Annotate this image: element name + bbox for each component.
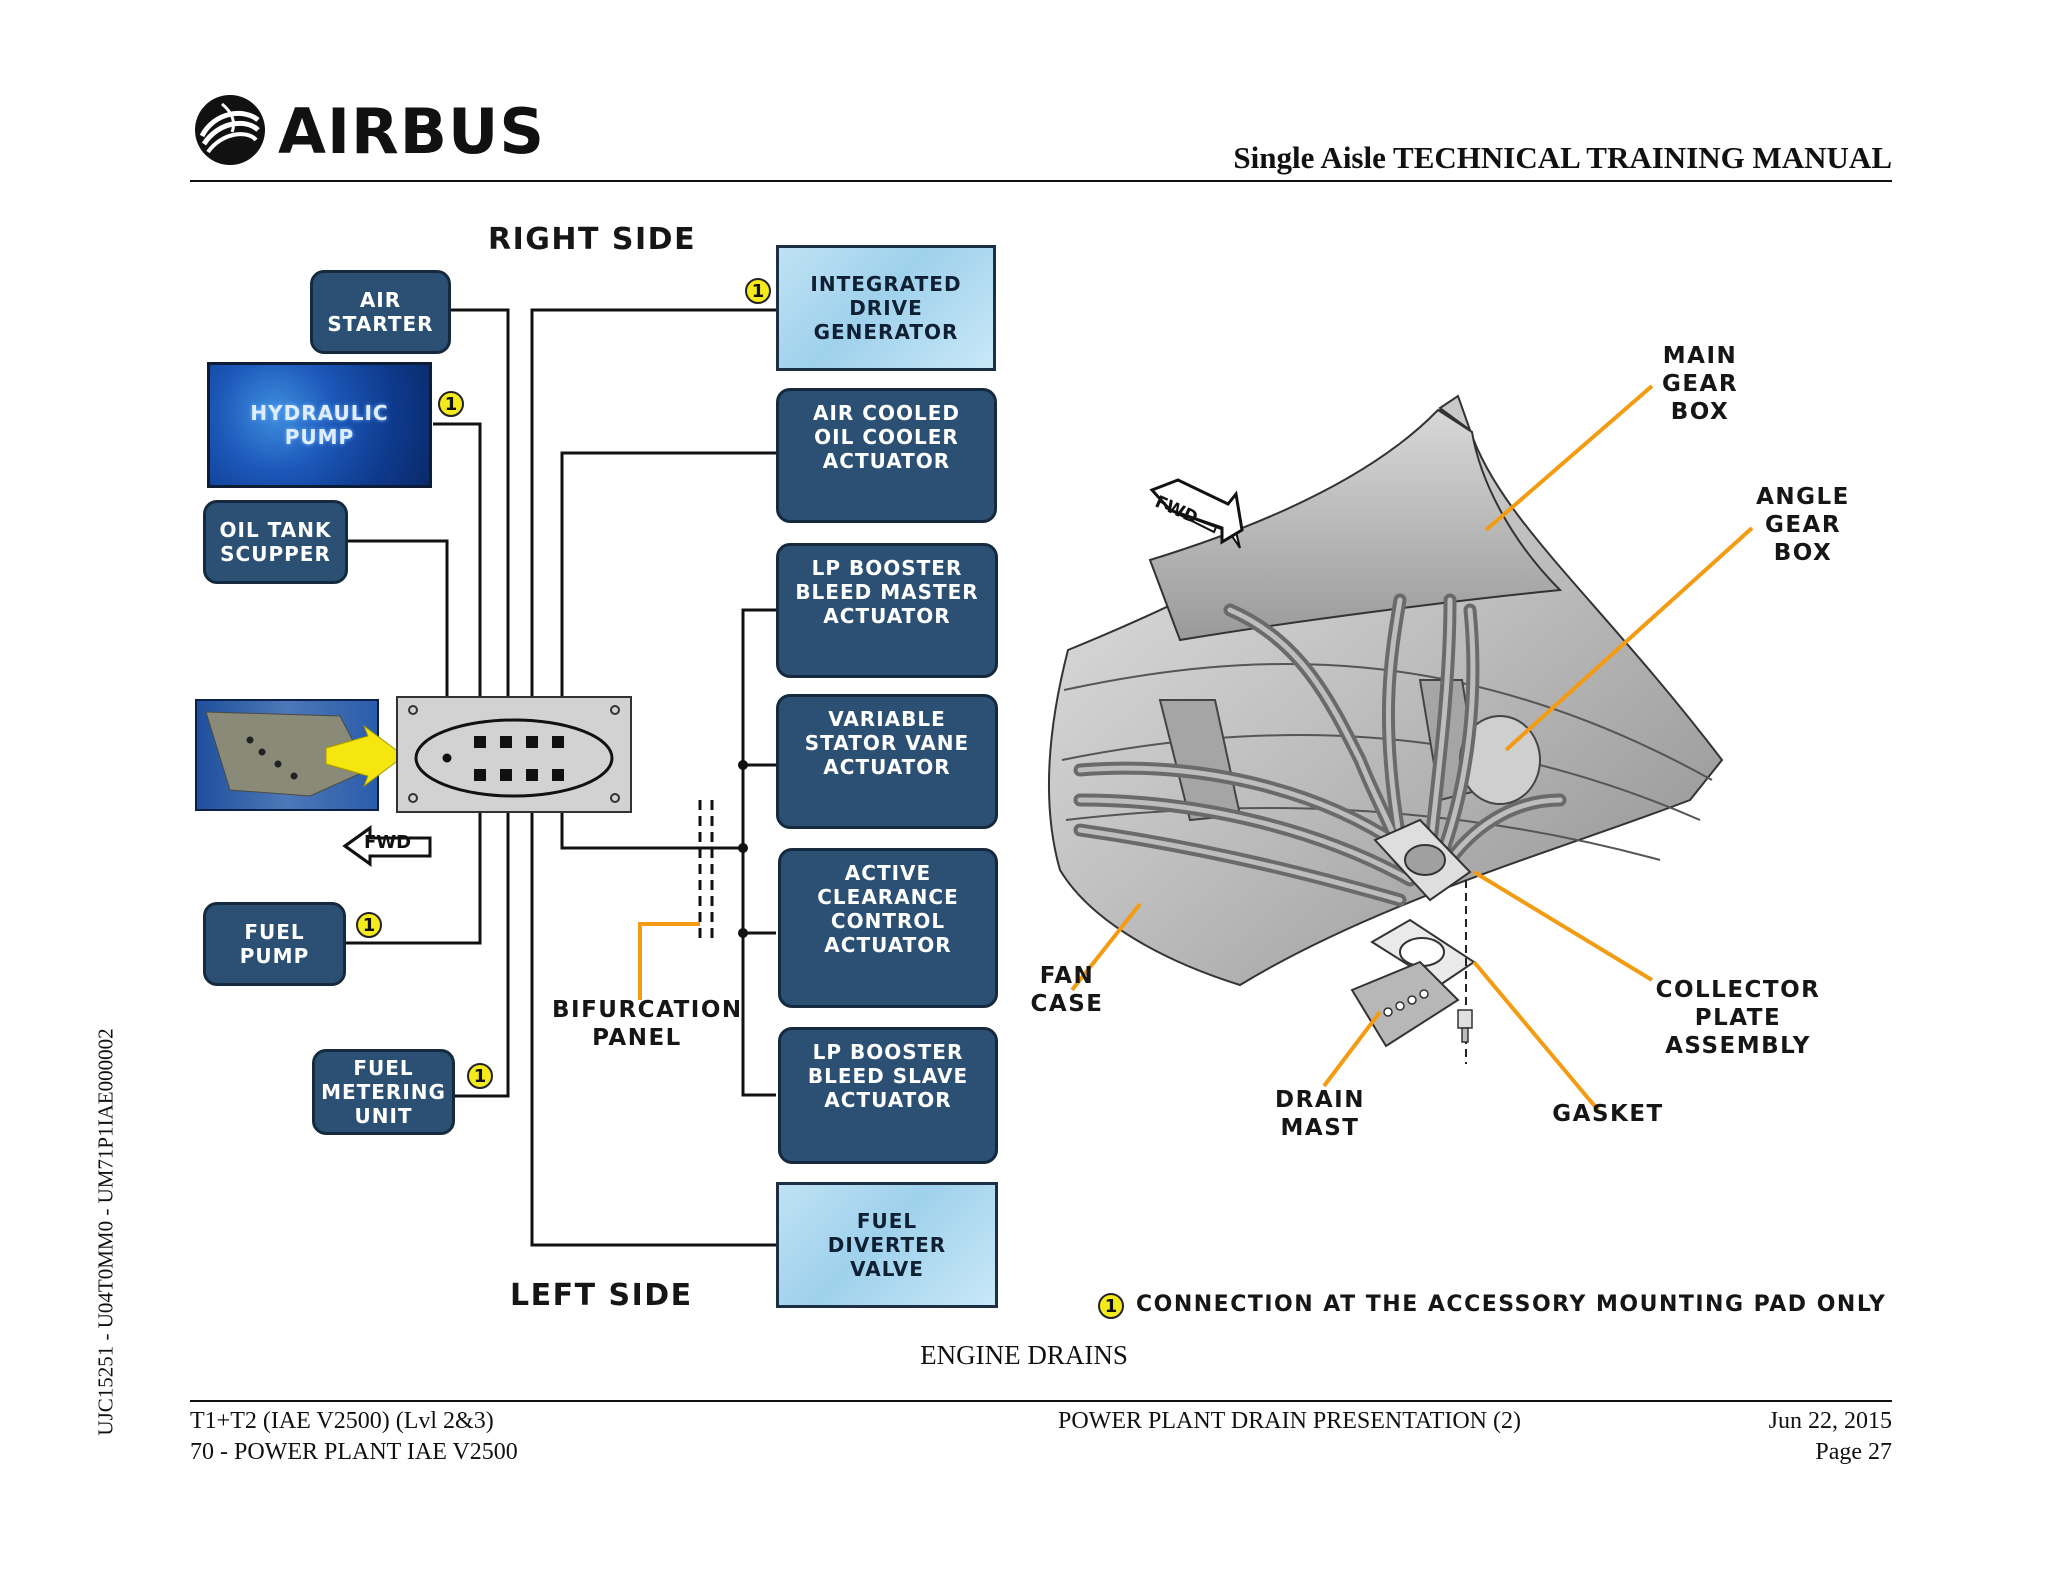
bifurcation-panel-label: BIFURCATION PANEL [552,997,743,1051]
fuel-diverter-valve-label: FUEL DIVERTER VALVE [827,1209,947,1281]
integrated-drive-generator-box: INTEGRATED DRIVE GENERATOR [776,245,996,371]
footer-chapter: 70 - POWER PLANT IAE V2500 [190,1439,518,1465]
air-cooled-oil-cooler-actuator-box: AIR COOLED OIL COOLER ACTUATOR [776,388,997,523]
oil-cooler-actuator-label: AIR COOLED OIL COOLER ACTUATOR [813,401,960,473]
vsv-actuator-label: VARIABLE STATOR VANE ACTUATOR [804,707,970,779]
main-gear-box-label: MAIN GEAR BOX [1661,343,1739,425]
collector-plate-assembly-label: COLLECTOR PLATE ASSEMBLY [1655,977,1821,1059]
lp-slave-actuator-label: LP BOOSTER BLEED SLAVE ACTUATOR [807,1040,969,1112]
badge-idg: 1 [745,278,771,304]
footer-rule [190,1400,1892,1402]
air-starter-box: AIR STARTER [310,270,451,354]
active-clearance-control-actuator-box: ACTIVE CLEARANCE CONTROL ACTUATOR [778,848,998,1008]
manual-title: Single Aisle TECHNICAL TRAINING MANUAL [1233,140,1892,175]
callout-leaders [1070,384,1754,1112]
fuel-metering-unit-line [455,775,510,1098]
drain-lines [346,308,776,1247]
right-side-heading: RIGHT SIDE [488,222,697,257]
fwd-label-left: FWD [364,832,412,853]
hydraulic-pump-line [433,422,482,742]
left-side-heading: LEFT SIDE [510,1278,693,1313]
legend-text: CONNECTION AT THE ACCESSORY MOUNTING PAD… [1136,1292,1887,1317]
bifurcation-leader [638,922,700,1000]
badge-fuel-pump: 1 [356,912,382,938]
lp-booster-bleed-slave-actuator-box: LP BOOSTER BLEED SLAVE ACTUATOR [778,1027,998,1164]
brand-name: AIRBUS [278,95,546,168]
fuel-metering-unit-box: FUEL METERING UNIT [312,1049,455,1135]
yellow-pointer-arrow [325,724,405,788]
idg-label: INTEGRATED DRIVE GENERATOR [810,272,962,344]
oil-tank-scupper-box: OIL TANK SCUPPER [203,500,348,584]
engine-illustration [1047,394,1724,1064]
acc-actuator-label: ACTIVE CLEARANCE CONTROL ACTUATOR [817,861,959,957]
airbus-logo [192,92,268,168]
drain-mast-label: DRAIN MAST [1275,1087,1365,1141]
junction-dot [738,928,748,938]
badge-hydraulic-pump: 1 [438,391,464,417]
header-rule [190,180,1892,182]
fuel-pump-box: FUEL PUMP [203,902,346,986]
drain-panel-outline [414,718,614,798]
angle-gear-box-label: ANGLE GEAR BOX [1756,484,1850,566]
air-starter-line [451,308,510,742]
badge-fuel-metering-unit: 1 [467,1063,493,1089]
oil-cooler-line [560,451,776,742]
air-starter-label: AIR STARTER [327,288,434,336]
drain-ports [474,736,564,781]
lp-master-actuator-label: LP BOOSTER BLEED MASTER ACTUATOR [795,556,979,628]
footer-page-number: Page 27 [1815,1439,1892,1465]
junction-dot [738,843,748,853]
hydraulic-pump-label: HYDRAULIC PUMP [250,401,389,449]
footer-course: T1+T2 (IAE V2500) (Lvl 2&3) [190,1408,494,1434]
junction-dot [738,760,748,770]
fuel-diverter-valve-box: FUEL DIVERTER VALVE [776,1182,998,1308]
gasket-label: GASKET [1552,1101,1664,1127]
hydraulic-pump-box: HYDRAULIC PUMP [207,362,432,488]
drain-panel [396,696,632,813]
oil-tank-scupper-label: OIL TANK SCUPPER [219,518,332,566]
fan-case-label: FAN CASE [1030,963,1104,1017]
footer-date: Jun 22, 2015 [1768,1408,1892,1434]
oil-tank-scupper-line [348,539,449,756]
fuel-metering-unit-label: FUEL METERING UNIT [321,1056,446,1128]
lp-booster-bleed-master-actuator-box: LP BOOSTER BLEED MASTER ACTUATOR [776,543,998,678]
variable-stator-vane-actuator-box: VARIABLE STATOR VANE ACTUATOR [776,694,998,829]
fuel-pump-line [346,775,482,945]
idg-line [530,308,776,742]
figure-caption: ENGINE DRAINS [920,1340,1128,1370]
lp-master-line [741,608,776,1097]
badge-legend: 1 [1098,1293,1124,1319]
fuel-pump-label: FUEL PUMP [239,920,310,968]
footer-section-title: POWER PLANT DRAIN PRESENTATION (2) [1058,1408,1521,1434]
fuel-diverter-line [530,775,776,1247]
